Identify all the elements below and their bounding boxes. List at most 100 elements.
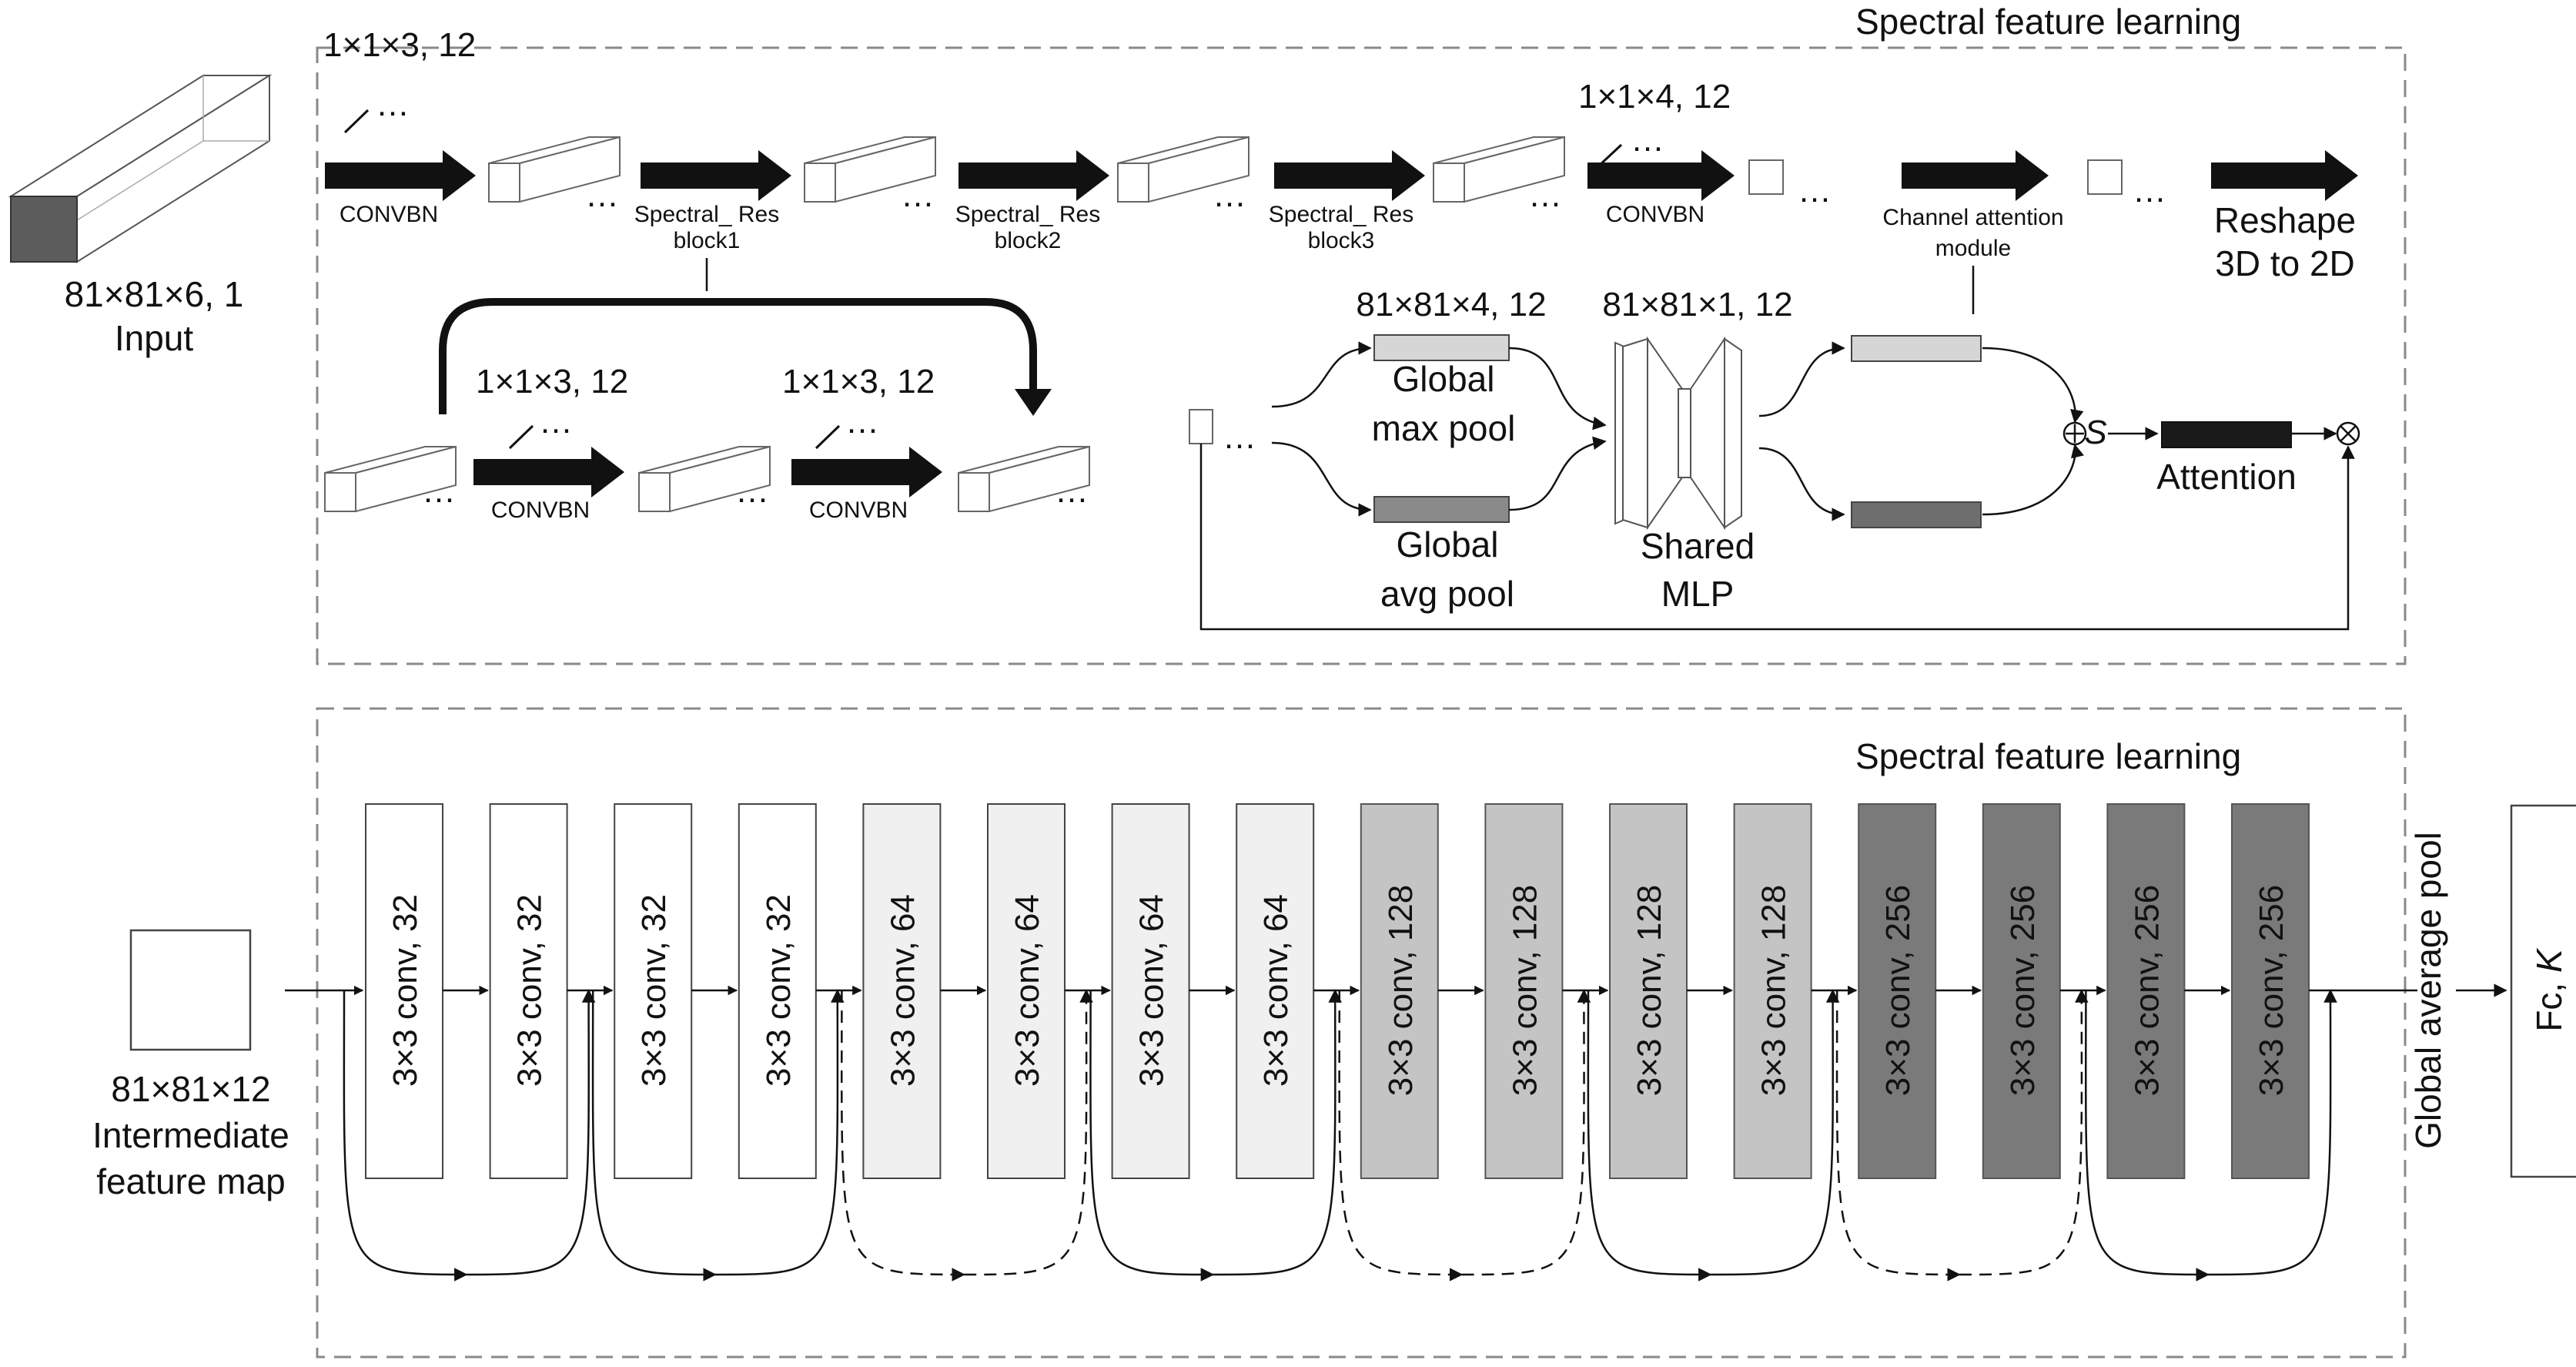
conv-block xyxy=(738,803,817,1179)
fc-label: Fc, K xyxy=(2529,947,2569,1032)
attention-residual-path xyxy=(1199,444,2355,631)
res-conv-a-ellipsis: … xyxy=(539,403,573,441)
res-block1-line1: Spectral_ Res xyxy=(634,202,779,227)
max-pool-to-mlp-arrow xyxy=(1508,347,1607,431)
intermediate-feature-map-square xyxy=(129,929,252,1051)
feature-cube-4 xyxy=(1433,136,1565,203)
feature-square-2 xyxy=(2087,159,2123,195)
conv-block xyxy=(489,803,568,1179)
mlp-to-top-arrow xyxy=(1758,341,1845,417)
to-max-pool-arrow xyxy=(1271,341,1372,408)
mlp-max-output-bar xyxy=(1851,335,1982,362)
reshape-line2: 3D to 2D xyxy=(2215,243,2355,283)
res-conv-a-arrow xyxy=(473,447,624,498)
input-label: Input xyxy=(115,318,194,358)
max-pool-bar xyxy=(1373,334,1510,361)
res-block1-arrow xyxy=(641,150,791,201)
conv-block-label: 3×3 conv, 32 xyxy=(511,894,549,1087)
fc-k: K xyxy=(2529,947,2569,973)
res-block3-line1: Spectral_ Res xyxy=(1269,202,1413,227)
bottom-to-sum-arrow xyxy=(1982,444,2085,516)
avg-pool-bar xyxy=(1373,496,1510,523)
ellipsis-1: … xyxy=(585,176,619,214)
conv1-label: CONVBN xyxy=(340,202,438,227)
conv1-tick xyxy=(343,109,370,134)
channel-attention-line2: module xyxy=(1935,236,2011,261)
res-cube-a xyxy=(324,445,457,513)
res-block2-line1: Spectral_ Res xyxy=(955,202,1100,227)
feature-cube-3 xyxy=(1117,136,1250,203)
conv-block xyxy=(862,803,942,1179)
top-to-sum-arrow xyxy=(1982,347,2084,424)
fc-text: Fc, xyxy=(2529,973,2569,1032)
attention-label: Attention xyxy=(2156,457,2297,497)
res-conv-b-label: CONVBN xyxy=(809,498,908,523)
conv-block-label: 3×3 conv, 32 xyxy=(635,894,673,1087)
mlp-dims: 81×81×1, 12 xyxy=(1602,286,1792,323)
conv-block-label: 3×3 conv, 128 xyxy=(1755,885,1793,1096)
conv-block xyxy=(614,803,693,1179)
conv-block-label: 3×3 conv, 32 xyxy=(760,894,798,1087)
skip-connection-in xyxy=(2085,990,2210,1282)
mlp-line2: MLP xyxy=(1661,574,1735,614)
skip-connection-in xyxy=(343,990,468,1282)
top-panel-title: Spectral feature learning xyxy=(1855,2,2241,42)
conv2-params: 1×1×4, 12 xyxy=(1578,78,1731,116)
conv-block xyxy=(1111,803,1190,1179)
conv-block-label: 3×3 conv, 128 xyxy=(1631,885,1668,1096)
res-conv-a-tick xyxy=(508,424,534,450)
attention-bar xyxy=(2161,421,2292,448)
feature-square-1 xyxy=(1748,159,1784,195)
conv-block-label: 3×3 conv, 32 xyxy=(386,894,424,1087)
skip-connection-in xyxy=(1338,990,1464,1282)
conv2-ellipsis: … xyxy=(1631,121,1664,159)
avg-pool-to-mlp-arrow xyxy=(1508,436,1607,511)
skip-connection-in xyxy=(1835,990,1961,1282)
conv-block xyxy=(2231,803,2310,1179)
skip-connection-in xyxy=(841,990,965,1282)
conv-block xyxy=(1733,803,1812,1179)
res-cube-c xyxy=(958,445,1090,513)
res-block3-arrow xyxy=(1274,150,1425,201)
skip-connection-out xyxy=(466,989,596,1276)
ellipsis-2: … xyxy=(901,176,935,214)
conv-block-label: 3×3 conv, 256 xyxy=(2253,885,2290,1096)
res-conv-a-label: CONVBN xyxy=(491,498,590,523)
residual-skip-arrowhead xyxy=(1015,389,1052,416)
conv-block xyxy=(1484,803,1564,1179)
feature-cube-2 xyxy=(804,136,936,203)
res-ellipsis-b: … xyxy=(735,472,769,510)
conv-block xyxy=(1982,803,2061,1179)
bottom-panel-title: Spectral feature learning xyxy=(1855,736,2241,776)
res-block2-arrow xyxy=(958,150,1109,201)
channel-attention-arrow xyxy=(1902,150,2049,201)
skip-connection-out xyxy=(2208,989,2337,1276)
skip-connection-out xyxy=(1461,989,1591,1276)
skip-connection-out xyxy=(714,989,845,1276)
conv2-label: CONVBN xyxy=(1606,202,1705,227)
conv-block xyxy=(987,803,1066,1179)
mlp-line1: Shared xyxy=(1641,526,1755,566)
input-dims: 81×81×6, 1 xyxy=(65,274,244,314)
shared-mlp-shape xyxy=(1614,336,1742,531)
input-cube xyxy=(8,74,273,263)
reshape-arrow xyxy=(2211,150,2358,201)
mlp-to-bottom-arrow xyxy=(1758,447,1845,521)
conv-block-label: 3×3 conv, 64 xyxy=(1133,894,1171,1087)
residual-skip-arrow xyxy=(439,298,1037,414)
conv2-arrow xyxy=(1587,150,1735,201)
res-ellipsis-a: … xyxy=(422,472,456,510)
skip-connection-out xyxy=(964,989,1093,1276)
global-average-pool-label: Global average pool xyxy=(2408,832,2448,1149)
conv-block xyxy=(2106,803,2186,1179)
intermediate-line2: feature map xyxy=(96,1161,285,1201)
conv-block xyxy=(1609,803,1688,1179)
feature-cube-1 xyxy=(488,136,621,203)
ellipsis-3: … xyxy=(1213,176,1246,214)
conv-block-label: 3×3 conv, 64 xyxy=(1009,894,1046,1087)
skip-connection-out xyxy=(1213,989,1342,1276)
intermediate-dims: 81×81×12 xyxy=(111,1069,270,1109)
res-block2-line2: block2 xyxy=(995,228,1062,253)
